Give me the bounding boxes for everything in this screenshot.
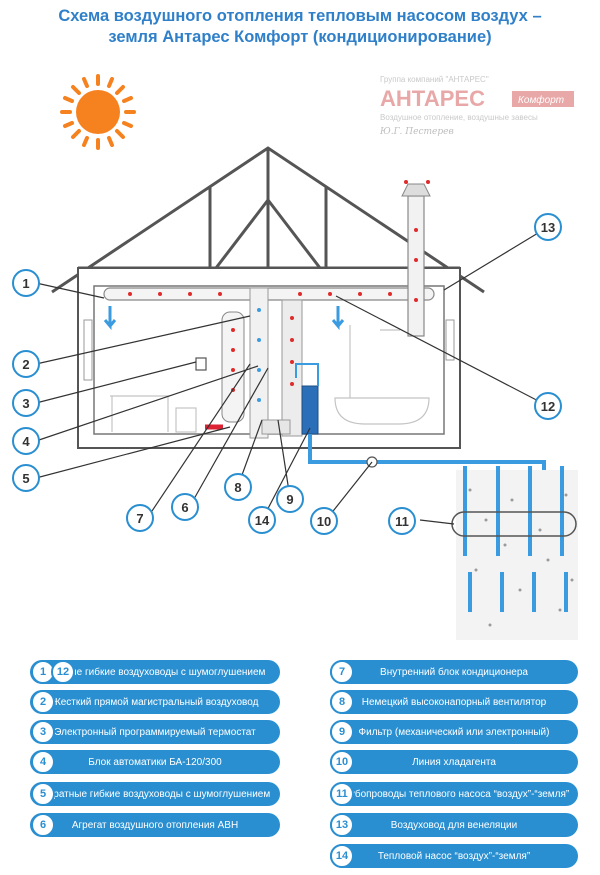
svg-text:8: 8 (234, 480, 241, 495)
legend-text: Прямые гибкие воздуховоды с шумоглушение… (44, 666, 266, 678)
down-arrow-left-icon (103, 306, 117, 331)
callout-13: 13 (534, 213, 562, 241)
svg-text:3: 3 (22, 396, 29, 411)
svg-text:1: 1 (22, 276, 29, 291)
legend-num: 2 (31, 690, 55, 714)
heat-pump-unit (301, 385, 319, 435)
page-title: Схема воздушного отопления тепловым насо… (0, 6, 600, 48)
legend-text: Линия хладагента (412, 756, 496, 768)
brand-logo: АНТАРЕС (380, 86, 485, 111)
title-line-2: земля Антарес Комфорт (кондиционирование… (108, 28, 492, 46)
title-line-1: Схема воздушного отопления тепловым насо… (58, 7, 542, 25)
legend-text: Блок автоматики БА-120/300 (88, 756, 222, 768)
callout-4: 4 (12, 427, 40, 455)
legend-text: Электронный программируемый термостат (54, 726, 256, 738)
brand-block: Группа компаний "АНТАРЕС" АНТАРЕС Комфор… (379, 75, 574, 137)
brand-logo-sub: Комфорт (518, 94, 564, 106)
legend-item-6: Агрегат воздушного отопления АВН (30, 813, 280, 837)
legend-text: Трубопроводы теплового насоса “воздух”-“… (338, 788, 570, 800)
callout-5: 5 (12, 464, 40, 492)
supply-ducts (103, 287, 435, 439)
legend-text: Внутренний блок кондиционера (380, 666, 528, 678)
callout-leaders (35, 226, 549, 525)
legend-num: 11 (330, 782, 354, 806)
callout-14: 14 (248, 506, 276, 534)
svg-text:10: 10 (317, 514, 331, 529)
legend-num: 4 (31, 750, 55, 774)
svg-text:5: 5 (22, 471, 29, 486)
legend-item-7: Внутренний блок кондиционера (330, 660, 578, 684)
callout-9: 9 (276, 485, 304, 513)
brand-signature: Ю.Г. Пестерев (379, 127, 454, 137)
svg-text:14: 14 (255, 513, 270, 528)
svg-text:13: 13 (541, 220, 555, 235)
legend-text: Жесткий прямой магистральный воздуховод (51, 696, 259, 708)
thermostat-icon (195, 357, 207, 371)
callout-6: 6 (171, 493, 199, 521)
legend-num: 7 (330, 660, 354, 684)
svg-text:7: 7 (136, 511, 143, 526)
legend-num: 9 (330, 720, 354, 744)
legend-item-5: Обратные гибкие воздуховоды с шумоглушен… (30, 782, 280, 806)
callout-2: 2 (12, 350, 40, 378)
legend-num: 14 (330, 844, 354, 868)
legend-item-13: Воздуховод для венеляции (330, 813, 578, 837)
legend-num: 10 (330, 750, 354, 774)
legend-item-10: Линия хладагента (330, 750, 578, 774)
furniture-sketch (110, 325, 430, 433)
callout-3: 3 (12, 389, 40, 417)
legend-text: Обратные гибкие воздуховоды с шумоглушен… (39, 788, 271, 800)
legend-num: 6 (31, 813, 55, 837)
callout-11: 11 (388, 507, 416, 535)
legend-item-2: Жесткий прямой магистральный воздуховод (30, 690, 280, 714)
avn-unit (261, 419, 291, 435)
callout-markers: 1 2 3 4 5 6 7 8 9 10 11 12 13 14 (12, 213, 562, 535)
legend-item-3: Электронный программируемый термостат (30, 720, 280, 744)
callout-7: 7 (126, 504, 154, 532)
legend-item-11: Трубопроводы теплового насоса “воздух”-“… (330, 782, 578, 806)
refrigerant-line (308, 434, 546, 474)
callout-12: 12 (534, 392, 562, 420)
brand-logo-box (512, 91, 574, 107)
brand-tagline: Воздушное отопление, воздушные завесы (380, 113, 538, 122)
svg-text:2: 2 (22, 357, 29, 372)
callout-8: 8 (224, 473, 252, 501)
legend-text: Фильтр (механический или электронный) (358, 726, 550, 738)
ventilation-chimney (401, 180, 431, 337)
legend-num: 12 (51, 660, 75, 684)
legend-text: Немецкий высоконапорный вентилятор (361, 696, 547, 708)
svg-text:4: 4 (22, 434, 30, 449)
legend-num: 3 (31, 720, 55, 744)
brand-group: Группа компаний "АНТАРЕС" (380, 75, 489, 84)
legend-item-4: Блок автоматики БА-120/300 (30, 750, 280, 774)
legend-num: 13 (330, 813, 354, 837)
legend-text: Тепловой насос “воздух”-“земля” (377, 850, 531, 862)
legend-item-14: Тепловой насос “воздух”-“земля” (330, 844, 578, 868)
svg-text:11: 11 (395, 514, 409, 529)
legend-num: 8 (330, 690, 354, 714)
ground-section (451, 466, 578, 640)
legend-item-8: Немецкий высоконапорный вентилятор (330, 690, 578, 714)
svg-text:9: 9 (286, 492, 293, 507)
svg-text:12: 12 (541, 399, 555, 414)
callout-10: 10 (310, 507, 338, 535)
down-arrow-right-icon (331, 306, 345, 331)
callout-1: 1 (12, 269, 40, 297)
legend-item-9: Фильтр (механический или электронный) (330, 720, 578, 744)
legend-text: Воздуховод для венеляции (390, 819, 518, 831)
svg-text:6: 6 (181, 500, 188, 515)
legend-text: Агрегат воздушного отопления АВН (71, 819, 239, 831)
sun-icon (60, 74, 136, 150)
legend-num: 5 (31, 782, 55, 806)
heat-pump-group (295, 363, 546, 474)
